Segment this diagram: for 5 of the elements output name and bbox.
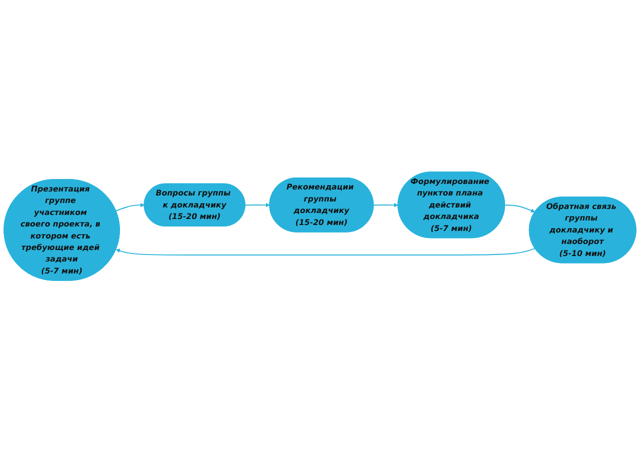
arrow <box>116 248 536 256</box>
arrow <box>504 204 536 212</box>
arrow <box>116 202 144 212</box>
arrow <box>244 202 270 207</box>
arrow <box>373 202 398 207</box>
